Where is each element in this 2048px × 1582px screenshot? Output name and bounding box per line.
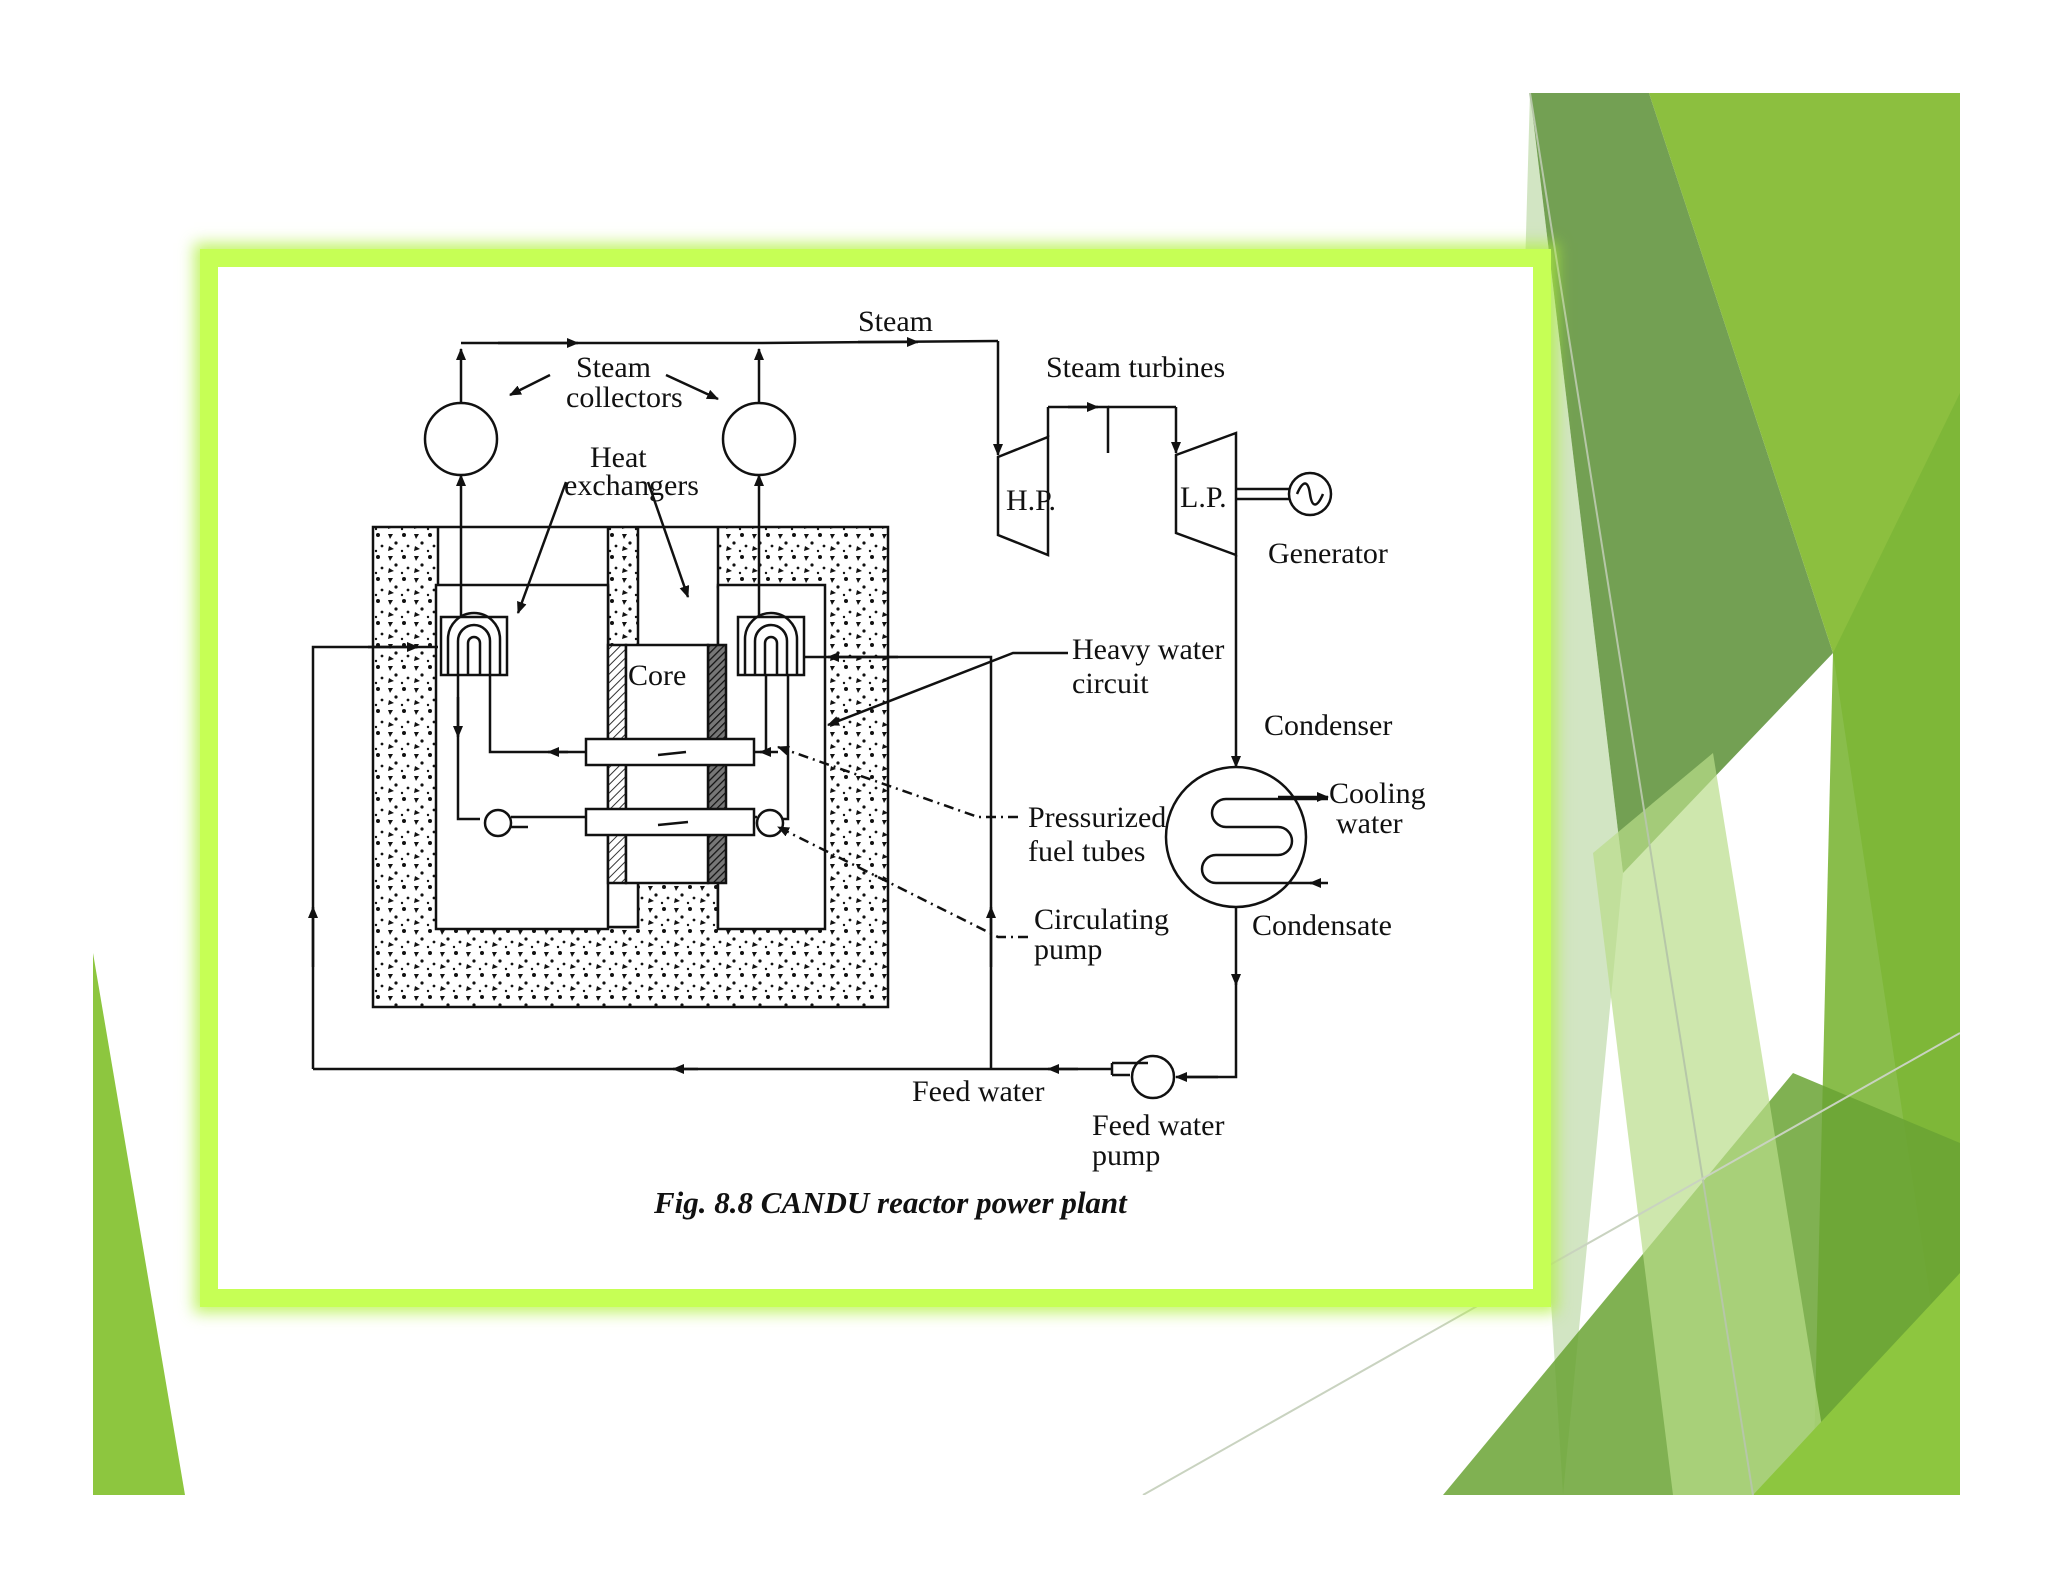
label-heavy-water-2: circuit: [1072, 667, 1149, 700]
circulating-pump-right: [754, 808, 785, 838]
label-condenser: Condenser: [1264, 709, 1392, 742]
steam-collector-right: [721, 401, 797, 477]
figure-frame: Steam Steam collectors Heat exchangers S…: [200, 249, 1551, 1307]
steam-collector-left: [423, 401, 499, 477]
label-heat-exchangers-2: exchangers: [564, 469, 699, 502]
circulating-pump-left: [483, 808, 586, 838]
label-pressurized-2: fuel tubes: [1028, 835, 1145, 868]
label-core: Core: [628, 659, 686, 692]
label-lp: L.P.: [1180, 481, 1227, 514]
heat-exchanger-left: [439, 611, 509, 677]
label-heat-exchangers-1: Heat: [590, 441, 647, 474]
figure-caption: Fig. 8.8 CANDU reactor power plant: [653, 1185, 1128, 1220]
label-hp: H.P.: [1006, 484, 1056, 517]
label-condensate: Condensate: [1252, 909, 1392, 942]
label-cooling-water-2: water: [1336, 807, 1403, 840]
label-cooling-water-1: Cooling: [1329, 777, 1426, 810]
label-feed-pump-2: pump: [1092, 1139, 1160, 1172]
label-steam: Steam: [858, 305, 933, 338]
label-circulating-1: Circulating: [1034, 903, 1169, 936]
label-steam-collectors-1: Steam: [576, 351, 651, 384]
label-circulating-2: pump: [1034, 933, 1102, 966]
label-heavy-water-1: Heavy water: [1072, 633, 1224, 666]
condenser-vessel: [1164, 765, 1308, 909]
label-pressurized-1: Pressurized: [1028, 801, 1166, 834]
label-feed-water: Feed water: [912, 1075, 1044, 1108]
heat-exchanger-right: [736, 611, 806, 677]
slide: Steam Steam collectors Heat exchangers S…: [93, 93, 1960, 1495]
candu-diagram: Steam Steam collectors Heat exchangers S…: [308, 305, 1426, 1220]
label-steam-turbines: Steam turbines: [1046, 351, 1225, 384]
hp-turbine: [996, 435, 1050, 557]
fuel-tube-upper: [584, 737, 756, 767]
feed-water-pump: [1110, 1054, 1176, 1100]
label-steam-collectors-2: collectors: [566, 381, 683, 414]
fuel-tube-lower: [584, 807, 756, 837]
label-generator: Generator: [1268, 537, 1388, 570]
label-feed-pump-1: Feed water: [1092, 1109, 1224, 1142]
